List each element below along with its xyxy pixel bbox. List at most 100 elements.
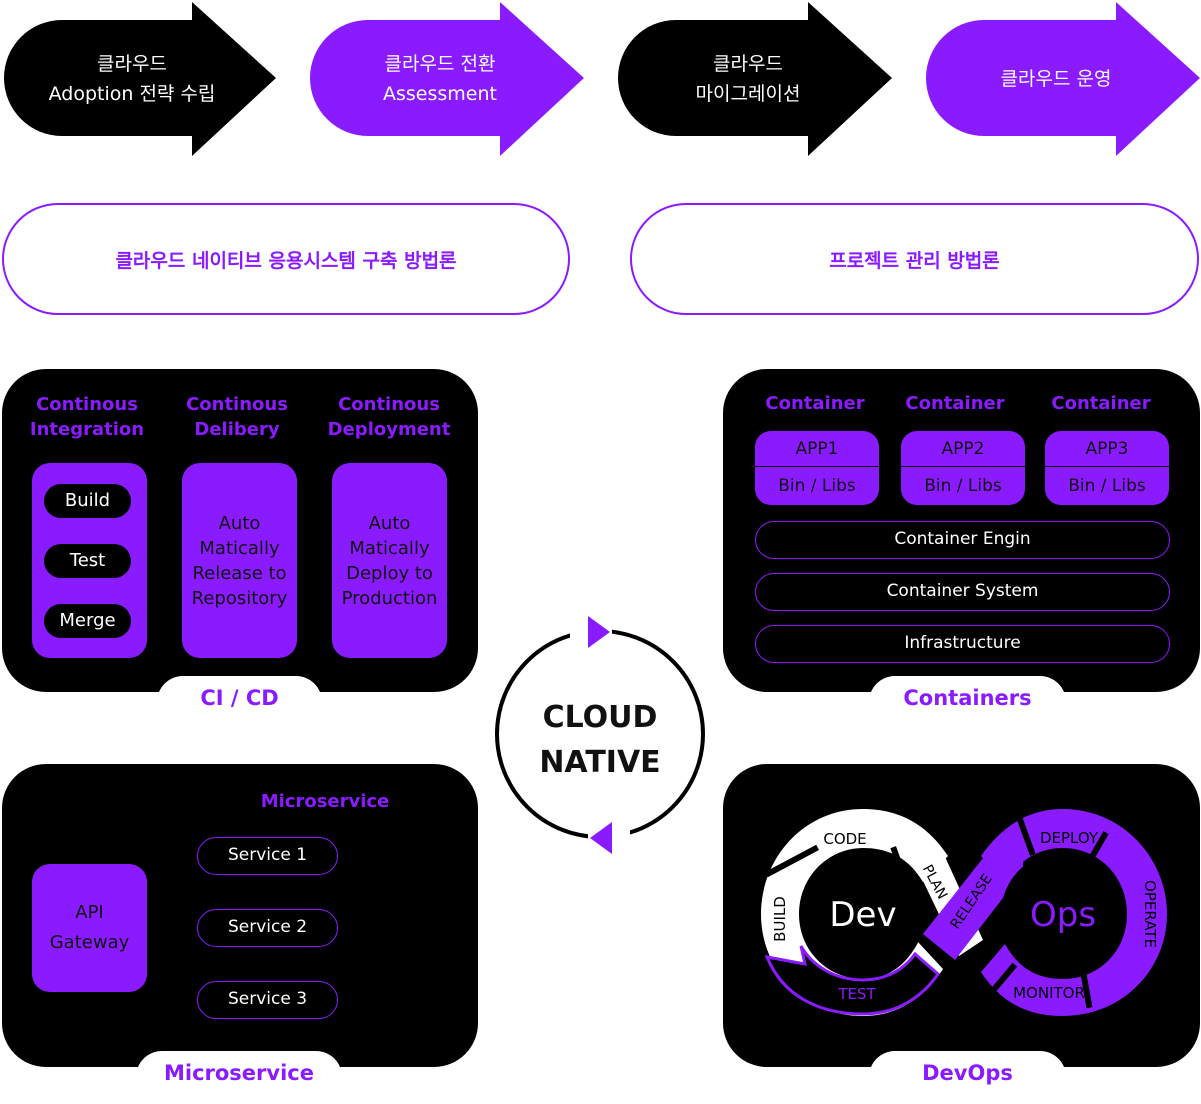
- app2-label: APP2: [901, 431, 1025, 467]
- app-box-1: APP1 Bin / Libs: [755, 431, 879, 505]
- release-line1: Auto: [218, 513, 261, 534]
- api-gateway-line2: Gateway: [49, 932, 130, 953]
- service-1-label: Service 1: [227, 845, 308, 865]
- devops-infinity-loop: Dev Ops CODE BUILD TEST PLAN RELEASE DEP…: [761, 809, 1167, 1016]
- test-label: TEST: [837, 985, 876, 1003]
- release-box: [182, 463, 297, 658]
- app-box-2: APP2 Bin / Libs: [901, 431, 1025, 505]
- containers-tab: Containers: [869, 676, 1066, 724]
- microservice-tab: Microservice: [136, 1051, 342, 1104]
- cycle-arrow-top: [588, 616, 610, 648]
- service-2: Service 2: [197, 909, 338, 947]
- app1-label: APP1: [755, 431, 879, 467]
- cdeploy-header: Continous Deployment: [314, 392, 464, 442]
- container-header-3: Container: [1041, 391, 1161, 416]
- service-2-label: Service 2: [227, 917, 308, 937]
- app-box-3: APP3 Bin / Libs: [1045, 431, 1169, 505]
- step-1-line2: Adoption 전략 수립: [48, 83, 216, 105]
- step-3-line2: 마이그레이션: [695, 83, 801, 105]
- step-3-line1: 클라우드: [713, 53, 783, 75]
- monitor-label: MONITOR: [1013, 984, 1085, 1002]
- ci-header: Continous Integration: [12, 392, 162, 442]
- step-arrow-2: [310, 2, 584, 156]
- api-gateway-line1: API: [75, 902, 104, 923]
- step-1-line1: 클라우드: [97, 53, 167, 75]
- cloud-native-line1: CLOUD: [542, 700, 658, 735]
- code-label: CODE: [823, 830, 866, 848]
- build-step-label: Build: [64, 490, 111, 511]
- dev-label: Dev: [829, 895, 896, 935]
- deploy-line4: Production: [341, 588, 438, 609]
- step-1-label: 클라우드 Adoption 전략 수립: [17, 44, 247, 114]
- deploy-line2: Matically: [349, 538, 430, 559]
- step-2-line1: 클라우드 전환: [384, 53, 496, 75]
- build-label: BUILD: [771, 896, 789, 942]
- cloud-native-line2: NATIVE: [539, 745, 661, 780]
- infrastructure-label: Infrastructure: [904, 633, 1021, 653]
- deploy-line3: Deploy to: [346, 563, 433, 584]
- microservice-tab-label: Microservice: [163, 1061, 314, 1085]
- cicd-tab: CI / CD: [157, 676, 322, 724]
- app3-libs: Bin / Libs: [1068, 476, 1146, 496]
- step-4-line1: 클라우드 운영: [1000, 68, 1112, 90]
- containers-panel: [723, 369, 1200, 692]
- cdelivery-header-line2: Delibery: [194, 419, 280, 440]
- methodology-project-label: 프로젝트 관리 방법론: [829, 249, 1000, 272]
- container-engine-label: Container Engin: [894, 529, 1031, 549]
- cycle-arrow-bottom: [590, 822, 612, 854]
- merge-step: Merge: [44, 604, 131, 638]
- build-step: Build: [44, 484, 131, 518]
- methodology-native: 클라우드 네이티브 응용시스템 구축 방법론: [2, 203, 570, 315]
- deploy-box: [332, 463, 447, 658]
- deploy-label: DEPLOY: [1040, 829, 1099, 847]
- ops-ring: [981, 809, 1167, 1016]
- container-header-2: Container: [895, 391, 1015, 416]
- ci-header-line1: Continous: [36, 394, 138, 415]
- app1-libs: Bin / Libs: [778, 476, 856, 496]
- release-line4: Repository: [191, 588, 288, 609]
- microservice-title: Microservice: [235, 789, 415, 814]
- test-step-label: Test: [69, 550, 106, 571]
- release-text: Auto Matically Release to Repository: [182, 511, 297, 611]
- dev-center: [801, 852, 925, 976]
- test-segment: [764, 945, 940, 1016]
- container-header-2-label: Container: [905, 393, 1005, 414]
- release-strip: [923, 848, 1023, 960]
- service-1: Service 1: [197, 837, 338, 875]
- service-3-label: Service 3: [227, 989, 308, 1009]
- step-arrow-4: [926, 2, 1200, 156]
- step-3-label: 클라우드 마이그레이션: [633, 44, 863, 114]
- app2-libs: Bin / Libs: [924, 476, 1002, 496]
- step-arrow-1: [4, 2, 276, 156]
- step-4-label: 클라우드 운영: [941, 44, 1171, 114]
- api-gateway-box: [32, 864, 147, 992]
- container-header-1: Container: [755, 391, 875, 416]
- ops-center: [1001, 852, 1125, 976]
- deploy-line1: Auto: [368, 513, 411, 534]
- ci-header-line2: Integration: [29, 419, 145, 440]
- step-2-line2: Assessment: [383, 83, 497, 105]
- release-line2: Matically: [199, 538, 280, 559]
- cicd-tab-label: CI / CD: [200, 686, 279, 710]
- app3-label: APP3: [1045, 431, 1169, 467]
- cloud-native-label: CLOUD NATIVE: [497, 695, 703, 785]
- api-gateway-text: API Gateway: [32, 898, 147, 958]
- container-header-1-label: Container: [765, 393, 865, 414]
- container-header-3-label: Container: [1051, 393, 1151, 414]
- cdelivery-header: Continous Delibery: [162, 392, 312, 442]
- cdelivery-header-line1: Continous: [186, 394, 288, 415]
- methodology-project: 프로젝트 관리 방법론: [630, 203, 1199, 315]
- ops-label: Ops: [1030, 895, 1096, 935]
- container-engine-layer: Container Engin: [755, 521, 1170, 559]
- methodology-native-label: 클라우드 네이티브 응용시스템 구축 방법론: [115, 249, 457, 272]
- microservice-title-label: Microservice: [260, 791, 390, 812]
- service-3: Service 3: [197, 981, 338, 1019]
- cdeploy-header-line2: Deployment: [327, 419, 451, 440]
- test-step: Test: [44, 544, 131, 578]
- step-2-label: 클라우드 전환 Assessment: [325, 44, 555, 114]
- devops-tab: DevOps: [869, 1051, 1066, 1104]
- step-arrow-3: [618, 2, 892, 156]
- deploy-text: Auto Matically Deploy to Production: [332, 511, 447, 611]
- release-line3: Release to: [192, 563, 287, 584]
- operate-label: OPERATE: [1141, 880, 1159, 948]
